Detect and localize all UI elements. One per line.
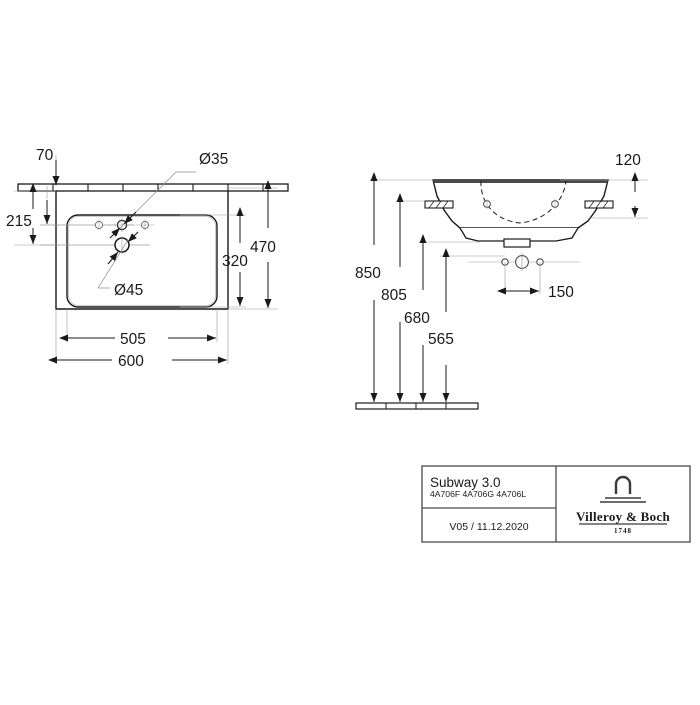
brand-name: Villeroy & Boch — [576, 509, 671, 524]
callout-dia35: Ø35 — [109, 151, 228, 239]
floor-band — [355, 402, 479, 410]
basin-outline — [55, 191, 229, 310]
dim-70: 70 — [36, 147, 60, 186]
tap-holes — [40, 218, 154, 232]
dim-215-label: 215 — [6, 213, 32, 230]
dim-120: 120 — [560, 152, 648, 219]
dim-805: 805 — [381, 193, 425, 402]
basin-section — [424, 179, 614, 248]
fixing-holes: 150 — [466, 253, 580, 301]
brand-logo: Villeroy & Boch 1748 — [576, 475, 671, 535]
dim-600: 600 — [48, 309, 229, 370]
dim-70-label: 70 — [36, 147, 54, 164]
dim-805-label: 805 — [381, 287, 407, 304]
rim-hatch-left — [424, 200, 454, 209]
dim-565-label: 565 — [428, 331, 454, 348]
dim-505-label: 505 — [120, 331, 146, 348]
rim-hatch-right — [584, 200, 614, 209]
dim-505: 505 — [59, 309, 218, 348]
dim-565: 565 — [428, 248, 466, 402]
dia35-label: Ø35 — [199, 151, 228, 168]
dim-150-label: 150 — [548, 284, 574, 301]
dim-600-label: 600 — [118, 353, 144, 370]
drain-hole — [40, 236, 150, 254]
side-section-view: 150 120 850 805 — [355, 152, 648, 410]
dim-215: 215 — [6, 183, 56, 246]
dim-470-label: 470 — [250, 239, 276, 256]
wall-band — [17, 183, 289, 192]
dim-320: 320 — [180, 207, 248, 308]
brand-year: 1748 — [614, 527, 632, 535]
dim-120-label: 120 — [615, 152, 641, 169]
dia45-label: Ø45 — [114, 282, 143, 299]
title-block: Subway 3.0 4A706F 4A706G 4A706L V05 / 11… — [421, 465, 691, 543]
dim-320-label: 320 — [222, 253, 248, 270]
dim-680: 680 — [404, 234, 480, 402]
dim-470: 470 — [228, 180, 278, 310]
product-name: Subway 3.0 — [430, 475, 501, 490]
callout-dia45: Ø45 — [97, 231, 143, 299]
dim-680-label: 680 — [404, 310, 430, 327]
article-codes: 4A706F 4A706G 4A706L — [430, 489, 526, 499]
dim-850: 850 — [355, 172, 433, 402]
revision-label: V05 / 11.12.2020 — [449, 521, 528, 533]
front-view: Ø35 Ø45 70 215 — [6, 147, 289, 370]
dim-850-label: 850 — [355, 265, 381, 282]
